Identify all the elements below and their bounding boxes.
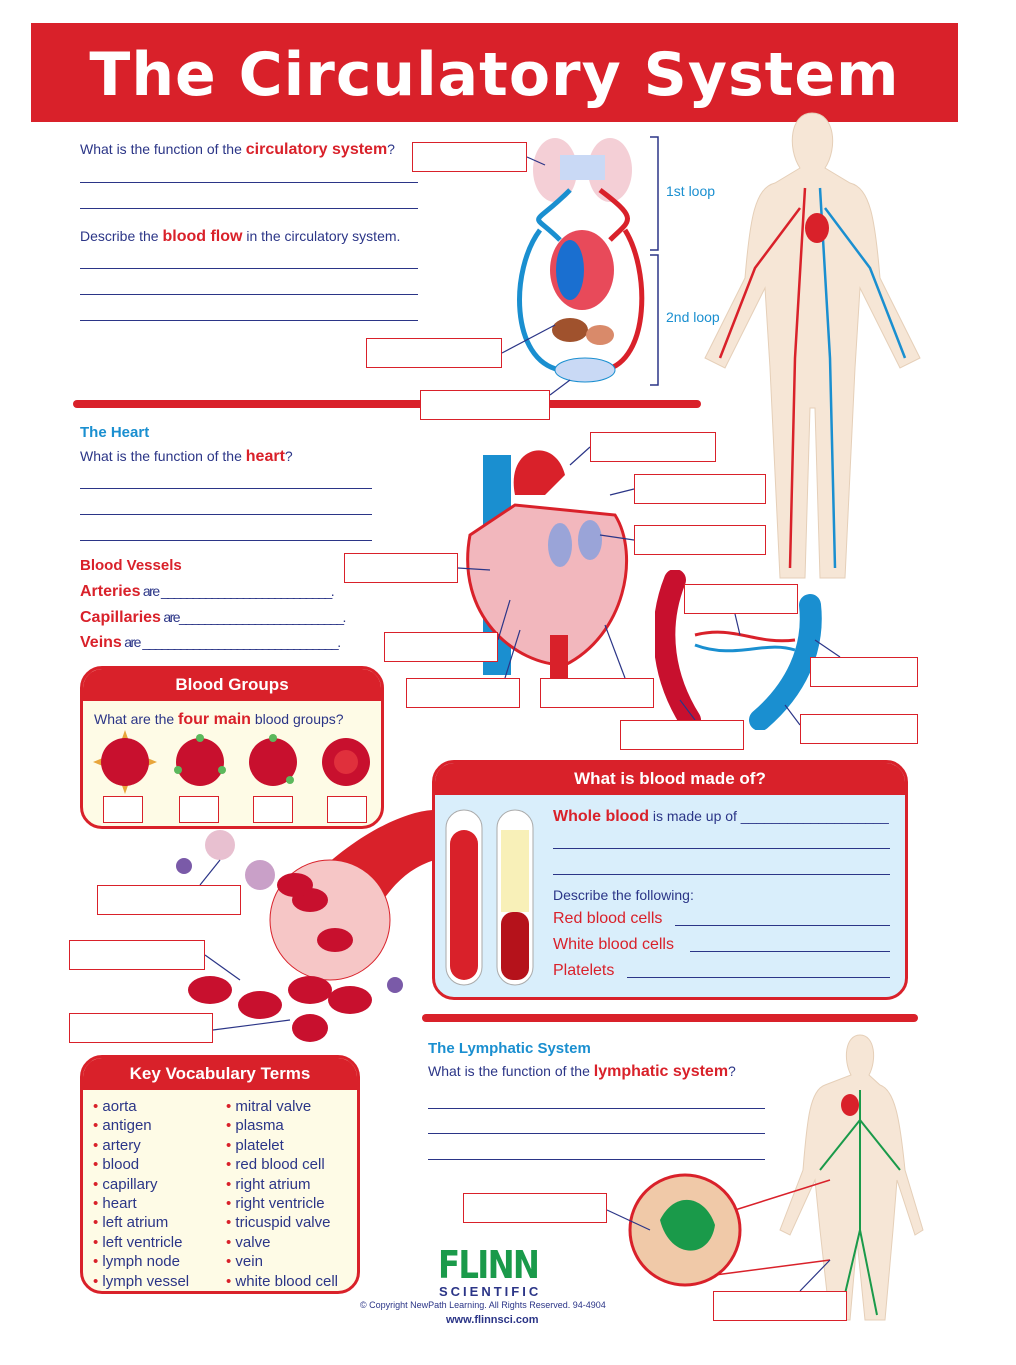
answer-line[interactable] [80, 208, 418, 209]
capillaries-question: Capillaries are_________________________… [80, 609, 346, 626]
vocab-term: mitral valve [226, 1097, 338, 1116]
flinn-logo: FLINN [438, 1243, 540, 1287]
section-divider [73, 400, 701, 408]
answer-line[interactable] [675, 925, 890, 926]
vocab-term: tricuspid valve [226, 1213, 338, 1232]
label-box[interactable] [634, 474, 766, 504]
answer-line[interactable] [80, 182, 418, 183]
vocab-term: plasma [226, 1116, 338, 1135]
vocabulary-panel: Key Vocabulary Terms aortaantigenarteryb… [80, 1055, 360, 1294]
answer-line[interactable] [80, 268, 418, 269]
label-box[interactable] [69, 1013, 213, 1043]
vocab-term: lymph vessel [93, 1272, 189, 1291]
label-box[interactable] [344, 553, 458, 583]
blood-vessels-heading: Blood Vessels [80, 557, 182, 574]
vocab-term: artery [93, 1136, 189, 1155]
answer-line[interactable] [428, 1108, 765, 1109]
answer-line[interactable] [428, 1133, 765, 1134]
vocab-term: right atrium [226, 1175, 338, 1194]
veins-question: Veins are ______________________________… [80, 634, 341, 651]
vocabulary-heading: Key Vocabulary Terms [83, 1058, 357, 1090]
blood-group-answer-2[interactable] [179, 796, 219, 823]
answer-line[interactable] [428, 1159, 765, 1160]
second-loop-label: 2nd loop [666, 309, 720, 325]
answer-line[interactable] [80, 540, 372, 541]
vocab-term: aorta [93, 1097, 189, 1116]
answer-line[interactable] [80, 294, 418, 295]
label-box[interactable] [97, 885, 241, 915]
circulation-loop-diagram [517, 136, 659, 386]
vocab-term: heart [93, 1194, 189, 1213]
vocab-term: left atrium [93, 1213, 189, 1232]
vocab-term: blood [93, 1155, 189, 1174]
label-box[interactable] [463, 1193, 607, 1223]
label-box[interactable] [69, 940, 205, 970]
white-blood-cells-label: White blood cells [553, 936, 674, 953]
vocab-col-2: mitral valveplasmaplateletred blood cell… [226, 1097, 338, 1291]
answer-line[interactable] [690, 951, 890, 952]
label-box[interactable] [800, 714, 918, 744]
lymphatic-heading: The Lymphatic System [428, 1040, 591, 1057]
first-loop-label: 1st loop [666, 183, 716, 199]
answer-line[interactable] [80, 514, 372, 515]
blood-composition-heading: What is blood made of? [435, 763, 905, 795]
label-box[interactable] [420, 390, 550, 420]
vocab-col-1: aortaantigenarterybloodcapillaryheartlef… [93, 1097, 189, 1291]
label-box[interactable] [406, 678, 520, 708]
label-box[interactable] [384, 632, 498, 662]
label-box[interactable] [590, 432, 716, 462]
label-box[interactable] [684, 584, 798, 614]
vocab-term: white blood cell [226, 1272, 338, 1291]
section-divider [422, 1014, 918, 1022]
blood-group-answer-1[interactable] [103, 796, 143, 823]
answer-line[interactable] [553, 848, 890, 849]
label-box[interactable] [620, 720, 744, 750]
vocab-term: right ventricle [226, 1194, 338, 1213]
question-circulatory: What is the function of the circulatory … [80, 141, 395, 158]
vocab-term: left ventricle [93, 1233, 189, 1252]
answer-line[interactable] [80, 488, 372, 489]
question-blood-flow: Describe the blood flow in the circulato… [80, 228, 401, 245]
label-box[interactable] [540, 678, 654, 708]
body-vessels-illustration [704, 112, 921, 579]
test-tubes-illustration [445, 809, 534, 986]
red-blood-cells-label: Red blood cells [553, 910, 663, 927]
vocab-term: platelet [226, 1136, 338, 1155]
vocab-term: valve [226, 1233, 338, 1252]
arteries-question: Arteries are ___________________________… [80, 583, 335, 600]
vocab-term: lymph node [93, 1252, 189, 1271]
blood-group-answer-4[interactable] [327, 796, 367, 823]
vocab-term: antigen [93, 1116, 189, 1135]
platelets-label: Platelets [553, 962, 615, 979]
answer-line[interactable] [553, 874, 890, 875]
whole-blood-question: Whole blood is made up of ______________… [553, 808, 889, 825]
flinn-logo-sub: SCIENTIFIC [439, 1284, 542, 1299]
blood-cells-illustration [176, 810, 435, 1042]
lymphatic-illustration [628, 1034, 924, 1321]
vocab-term: vein [226, 1252, 338, 1271]
website-link[interactable]: www.flinnsci.com [446, 1314, 539, 1326]
blood-groups-heading: Blood Groups [83, 669, 381, 701]
question-heart: What is the function of the heart? [80, 448, 293, 465]
answer-line[interactable] [80, 320, 418, 321]
label-box[interactable] [412, 142, 527, 172]
describe-label: Describe the following: [553, 887, 694, 903]
page-title: The Circulatory System [31, 23, 958, 122]
label-box[interactable] [634, 525, 766, 555]
label-box[interactable] [810, 657, 918, 687]
label-box[interactable] [366, 338, 502, 368]
blood-group-answer-3[interactable] [253, 796, 293, 823]
blood-cell-types-illustration [93, 730, 370, 794]
copyright: © Copyright NewPath Learning. All Rights… [360, 1300, 606, 1310]
question-blood-groups: What are the four main blood groups? [94, 711, 344, 728]
label-box[interactable] [713, 1291, 847, 1321]
answer-line[interactable] [627, 977, 890, 978]
vocab-term: red blood cell [226, 1155, 338, 1174]
question-lymphatic: What is the function of the lymphatic sy… [428, 1063, 736, 1080]
heart-heading: The Heart [80, 424, 150, 441]
vocab-term: capillary [93, 1175, 189, 1194]
